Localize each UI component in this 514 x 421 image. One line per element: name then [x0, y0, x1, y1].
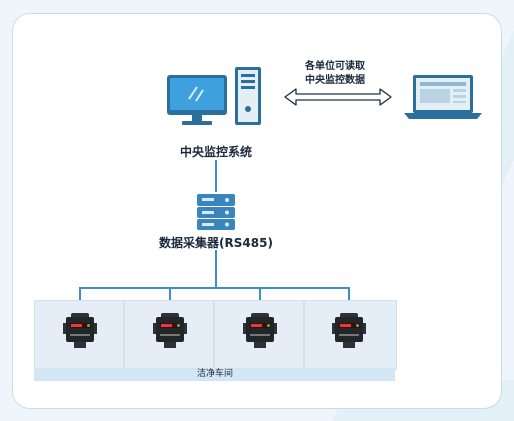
drop-line: [79, 287, 81, 312]
access-note-line-2: 中央监控数据: [305, 75, 365, 86]
central-system-label: 中央监控系统: [179, 145, 252, 159]
particle-counter: [153, 310, 187, 350]
access-note-line-1: 各单位可读取: [305, 61, 365, 72]
drop-line: [169, 287, 171, 312]
particle-counter: [332, 310, 366, 350]
drop-line: [348, 287, 350, 312]
bus-line: [79, 287, 350, 289]
bidirectional-arrow-icon: [284, 88, 392, 106]
connector-line: [215, 160, 217, 192]
collector-label: 数据采集器(RS485): [159, 236, 273, 250]
computer-icon: [167, 67, 261, 125]
data-collector-icon: [197, 194, 235, 230]
workshop-label: 洁净车间: [196, 369, 233, 379]
workshop-band: [34, 368, 395, 381]
particle-counter: [63, 310, 97, 350]
particle-counter: [243, 310, 277, 350]
drop-line: [259, 287, 261, 312]
laptop-icon: [404, 75, 482, 119]
connector-line: [215, 250, 217, 288]
